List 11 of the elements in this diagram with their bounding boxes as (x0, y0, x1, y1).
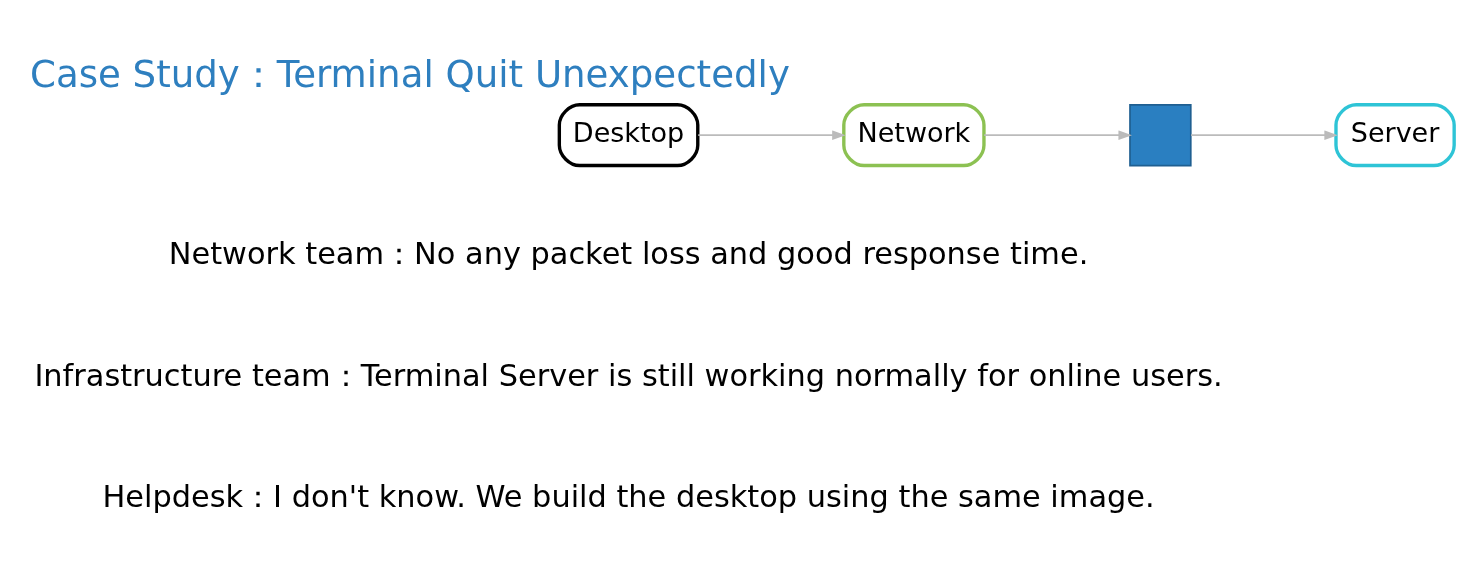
label: Network team：No any packet loss and good response time. (168, 235, 1089, 271)
arrow (1190, 129, 1338, 140)
label: Infrastructure team：Terminal Server is still working normally for online users. (34, 357, 1223, 393)
label: Helpdesk：I don't know. We build the desktop using the same image. (102, 478, 1155, 514)
node-box: Network (842, 102, 986, 167)
arrow (983, 129, 1132, 140)
node-box: Server (1334, 102, 1456, 167)
node-chip (1129, 103, 1192, 166)
diagram-title: Case Study：Terminal Quit Unexpectedly (29, 52, 790, 96)
arrow (697, 129, 846, 140)
node-box: Desktop (557, 102, 700, 167)
